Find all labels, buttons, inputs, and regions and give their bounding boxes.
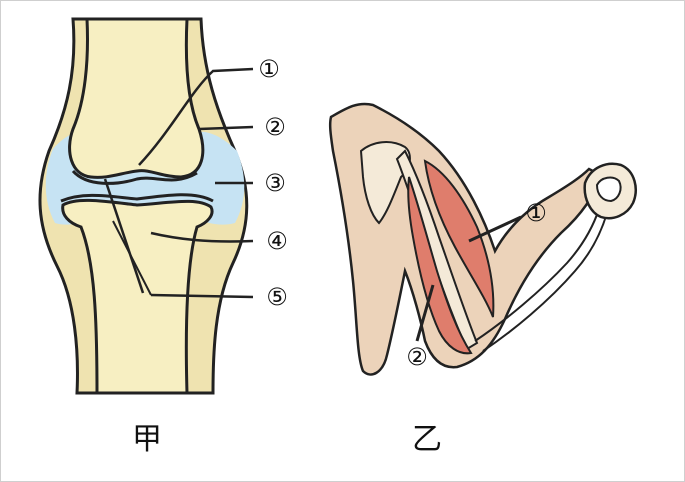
knee-label-4: ④ <box>266 227 288 255</box>
knee-label-5: ⑤ <box>266 283 288 311</box>
knee-label-2: ② <box>264 113 286 141</box>
arm-label-2: ② <box>406 343 428 371</box>
knee-label-1: ① <box>258 55 280 83</box>
knee-label-3: ③ <box>264 169 286 197</box>
arm-muscle-diagram: ① ② 乙 <box>330 104 636 457</box>
knee-joint-diagram: ① ② ③ ④ ⑤ 甲 <box>40 19 288 457</box>
caption-yi: 乙 <box>412 422 442 457</box>
caption-jia: 甲 <box>132 422 162 457</box>
hand-fist-inner <box>597 178 621 201</box>
femur <box>70 19 203 177</box>
arm-label-1: ① <box>525 199 547 227</box>
